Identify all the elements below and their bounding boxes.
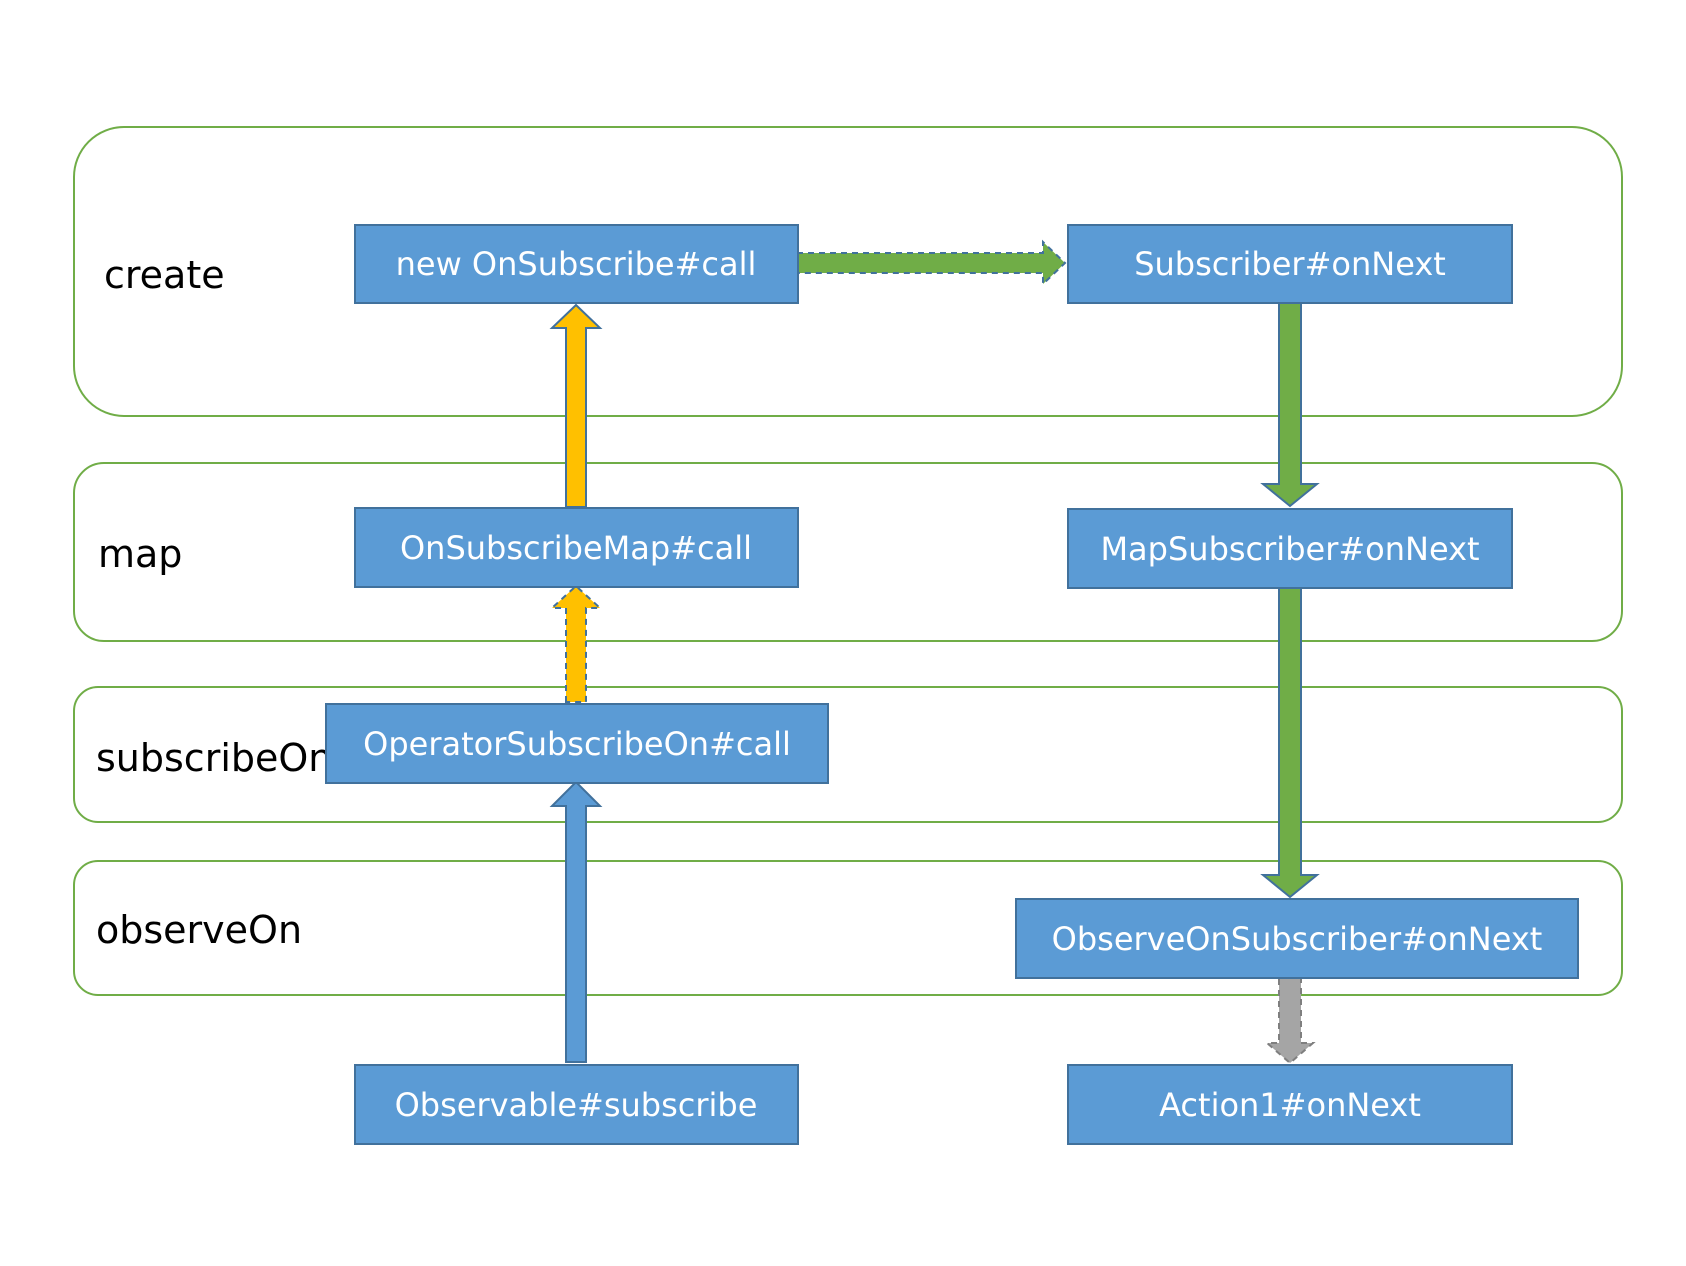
lane-label-subscribeon: subscribeOn bbox=[96, 736, 332, 780]
node-subscriber-onnext-label: Subscriber#onNext bbox=[1134, 245, 1446, 283]
node-subscriber-onnext-box bbox=[1067, 224, 1513, 304]
arrow-mapsubscriber-to-observeon bbox=[1260, 587, 1320, 899]
node-subscriber-onnext: Subscriber#onNext bbox=[1067, 224, 1513, 304]
node-mapsubscriber-onnext-label: MapSubscriber#onNext bbox=[1100, 530, 1479, 568]
node-onsubscribemap-call-box bbox=[354, 507, 799, 588]
node-action1-onnext-box bbox=[1067, 1064, 1513, 1145]
arrow-map-to-onsubscribe bbox=[549, 303, 603, 508]
node-observeonsubscriber-onnext: ObserveOnSubscriber#onNext bbox=[1015, 898, 1579, 979]
arrow-subscriber-to-mapsubscriber bbox=[1260, 302, 1320, 508]
node-onsubscribe-call: new OnSubscribe#call bbox=[354, 224, 799, 304]
node-observeonsubscriber-onnext-label: ObserveOnSubscriber#onNext bbox=[1052, 920, 1543, 958]
node-mapsubscriber-onnext-box bbox=[1067, 508, 1513, 589]
node-observable-subscribe-box bbox=[354, 1064, 799, 1145]
node-observable-subscribe: Observable#subscribe bbox=[354, 1064, 799, 1145]
node-action1-onnext: Action1#onNext bbox=[1067, 1064, 1513, 1145]
lane-label-observeon: observeOn bbox=[96, 908, 302, 952]
lane-label-create: create bbox=[104, 253, 225, 297]
arrow-observeon-to-action1 bbox=[1264, 976, 1316, 1065]
node-operatorsubscribeon-call-label: OperatorSubscribeOn#call bbox=[363, 725, 791, 763]
node-observeonsubscriber-onnext-box bbox=[1015, 898, 1579, 979]
node-action1-onnext-label: Action1#onNext bbox=[1159, 1086, 1421, 1124]
lane-subscribeon: subscribeOn bbox=[73, 686, 1623, 823]
node-observable-subscribe-label: Observable#subscribe bbox=[395, 1086, 758, 1124]
node-onsubscribemap-call-label: OnSubscribeMap#call bbox=[400, 529, 752, 567]
node-onsubscribemap-call: OnSubscribeMap#call bbox=[354, 507, 799, 588]
arrow-subscribeon-to-map bbox=[549, 584, 603, 703]
node-mapsubscriber-onnext: MapSubscriber#onNext bbox=[1067, 508, 1513, 589]
lane-label-map: map bbox=[98, 532, 182, 576]
arrow-subscribe-to-subscribeon bbox=[549, 780, 603, 1063]
node-operatorsubscribeon-call-box bbox=[325, 703, 829, 784]
node-onsubscribe-call-box bbox=[354, 224, 799, 304]
arrow-onsubscribe-to-subscriber bbox=[796, 239, 1067, 287]
node-operatorsubscribeon-call: OperatorSubscribeOn#call bbox=[325, 703, 829, 784]
node-onsubscribe-call-label: new OnSubscribe#call bbox=[396, 245, 757, 283]
